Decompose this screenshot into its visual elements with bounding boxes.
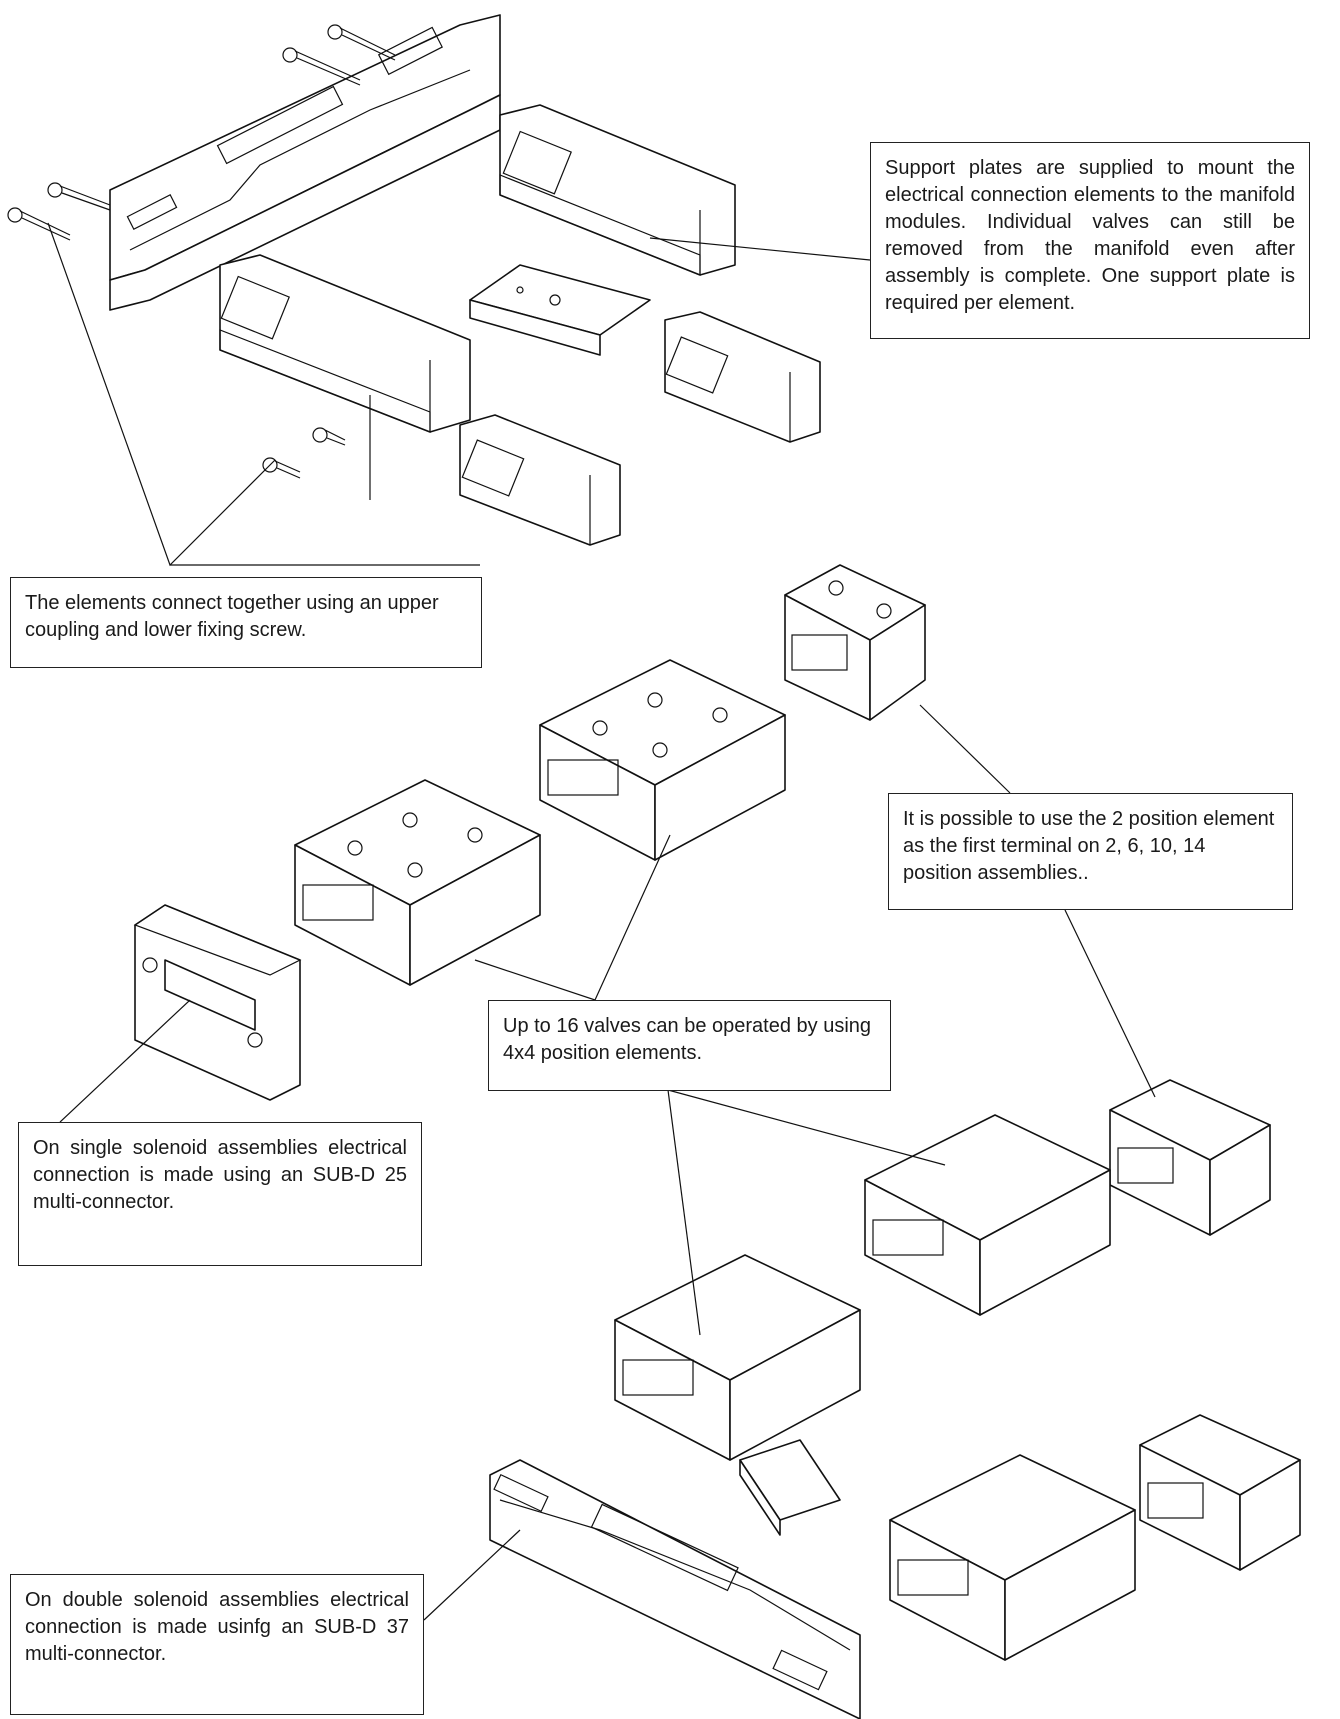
- support-plate-lower: [739, 1439, 841, 1536]
- element-box-top-left: [219, 254, 471, 433]
- element-4-position-e: [889, 1454, 1136, 1661]
- callout-elements-connect: The elements connect together using an u…: [10, 577, 482, 668]
- element-box-small-top: [664, 311, 821, 443]
- element-4-position-c: [864, 1114, 1111, 1316]
- fixing-screws-top: [7, 24, 583, 479]
- element-4-position-b: [294, 779, 541, 986]
- sub-d-37-housing-bottom: [489, 1459, 861, 1719]
- sub-d-37-housing-top: [109, 14, 501, 311]
- sub-d-25-connector: [133, 904, 302, 1101]
- leader-lines: [47, 222, 1156, 1621]
- element-2-position-lower: [1139, 1414, 1301, 1571]
- element-box-top-right: [499, 104, 736, 276]
- callout-support-plates: Support plates are supplied to mount the…: [870, 142, 1310, 339]
- element-2-position-right: [1109, 1079, 1271, 1236]
- callout-two-position: It is possible to use the 2 position ele…: [888, 793, 1293, 910]
- element-box-small-mid: [459, 414, 621, 546]
- element-4-position-a: [539, 659, 786, 861]
- callout-single-solenoid: On single solenoid assemblies electrical…: [18, 1122, 422, 1266]
- element-4-position-d: [614, 1254, 861, 1461]
- support-plate: [469, 264, 651, 356]
- element-2-position-top: [784, 564, 926, 721]
- callout-sixteen-valves: Up to 16 valves can be operated by using…: [488, 1000, 891, 1091]
- callout-double-solenoid: On double solenoid assemblies electrical…: [10, 1574, 424, 1715]
